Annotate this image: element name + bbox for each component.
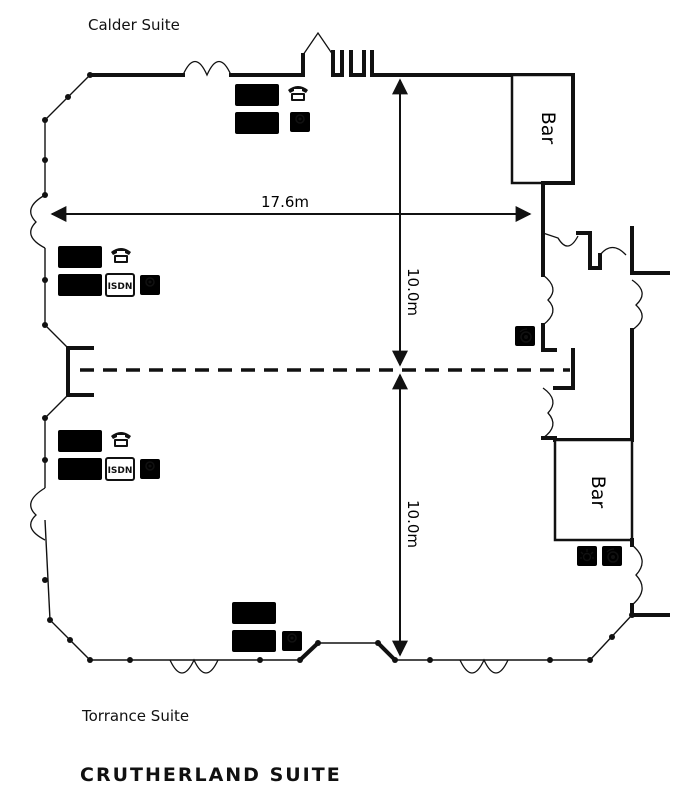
right-wall-upper xyxy=(541,226,670,442)
upper-depth-label: 10.0m xyxy=(404,268,422,316)
isdn-icon: ISDN xyxy=(105,457,135,481)
bottom-wall xyxy=(44,519,633,674)
power-socket-icon xyxy=(58,274,102,296)
upper-left-service-group: ISDN xyxy=(58,246,161,297)
page-title: CRUTHERLAND SUITE xyxy=(80,764,342,786)
lower-left-service-group: ISDN xyxy=(58,430,161,481)
calder-suite-label: Calder Suite xyxy=(88,16,180,34)
upper-bar-label: Bar xyxy=(537,112,559,145)
svg-text:ISDN: ISDN xyxy=(108,282,133,292)
tv-icon xyxy=(289,111,311,133)
top-service-group xyxy=(235,84,311,134)
dimension-depth-lower: 10.0m xyxy=(392,373,422,657)
speaker-icon xyxy=(514,325,536,347)
phone-icon xyxy=(288,86,308,101)
power-socket-icon xyxy=(58,430,102,452)
phone-icon xyxy=(111,432,131,447)
upper-bar: Bar xyxy=(510,73,575,235)
tv-icon xyxy=(139,458,161,480)
lower-bar: Bar xyxy=(553,438,670,617)
torrance-suite-label: Torrance Suite xyxy=(82,707,190,725)
wall-markers xyxy=(42,72,635,663)
floor-plan: TV ISDN Bar xyxy=(30,31,670,674)
power-socket-icon xyxy=(235,84,279,106)
lower-depth-label: 10.0m xyxy=(404,500,422,548)
bottom-service-group xyxy=(232,602,303,652)
isdn-icon: ISDN xyxy=(105,273,135,297)
dimension-depth-upper: 10.0m xyxy=(392,78,422,367)
power-socket-icon xyxy=(232,602,276,624)
power-socket-icon xyxy=(58,246,102,268)
tv-icon xyxy=(139,274,161,296)
power-socket-icon xyxy=(58,458,102,480)
width-dimension-label: 17.6m xyxy=(261,193,309,211)
phone-icon xyxy=(111,248,131,263)
speaker-icon xyxy=(601,545,623,567)
power-socket-icon xyxy=(235,112,279,134)
dimension-width: 17.6m xyxy=(50,193,532,222)
light-icon xyxy=(576,545,598,567)
power-socket-icon xyxy=(232,630,276,652)
top-wall xyxy=(88,31,575,77)
svg-text:ISDN: ISDN xyxy=(108,466,133,476)
tv-icon xyxy=(281,630,303,652)
lower-bar-label: Bar xyxy=(587,476,609,509)
